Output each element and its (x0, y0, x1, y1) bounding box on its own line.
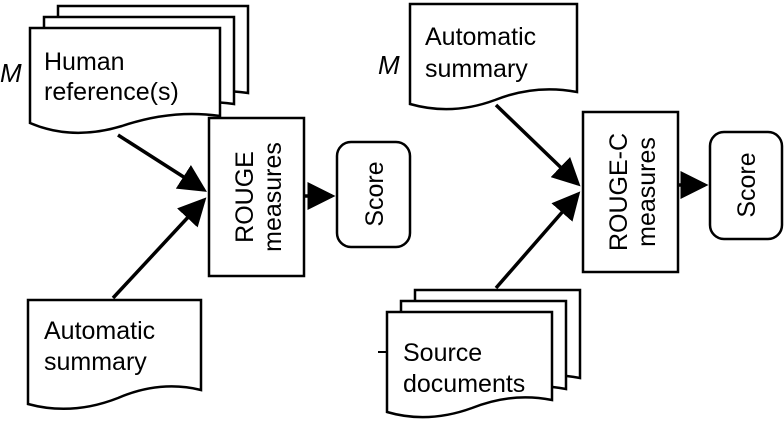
automatic-summary-left-line2: summary (44, 348, 147, 376)
score-box-right: Score (708, 130, 784, 241)
rouge-measures-text: ROUGEmeasures (231, 142, 287, 252)
rouge-c-measures-line1: ROUGE-C (605, 133, 633, 251)
rouge-c-measures-line2: measures (633, 137, 661, 247)
source-documents-doc-stack: Source documents (378, 288, 582, 419)
left-diagram: M Human reference(s) Automatic summary R… (0, 4, 412, 411)
human-reference-doc-stack: Human reference(s) (28, 4, 250, 134)
score-left-text: Score (361, 161, 389, 226)
arrow-summary-to-rouge-c (494, 103, 581, 187)
arrow-summary-to-rouge (111, 197, 207, 300)
arrow-reference-to-rouge (117, 133, 207, 192)
source-documents-line2: documents (403, 370, 525, 398)
human-reference-line1: Human (44, 48, 125, 76)
automatic-summary-left-line1: Automatic (44, 317, 155, 345)
automatic-summary-doc-left: Automatic summary (26, 298, 203, 411)
rouge-measures-line1: ROUGE (231, 151, 259, 243)
right-m-label: M (378, 50, 400, 80)
score-box-left: Score (335, 140, 412, 249)
score-right-text: Score (733, 152, 761, 217)
automatic-summary-doc-right: Automatic summary (408, 2, 579, 111)
rouge-c-measures-box: ROUGE-Cmeasures (581, 110, 680, 274)
source-documents-line1: Source (403, 339, 482, 367)
arrow-source-to-rouge-c (494, 191, 581, 290)
left-m-label: M (0, 58, 22, 88)
automatic-summary-right-line2: summary (425, 55, 528, 83)
rouge-c-measures-text: ROUGE-Cmeasures (605, 133, 661, 251)
rouge-measures-line2: measures (259, 142, 287, 252)
right-diagram: M Automatic summary Source documents ROU… (378, 2, 784, 419)
rouge-measures-box: ROUGEmeasures (207, 116, 306, 278)
automatic-summary-right-line1: Automatic (425, 23, 536, 51)
human-reference-line2: reference(s) (44, 78, 179, 106)
